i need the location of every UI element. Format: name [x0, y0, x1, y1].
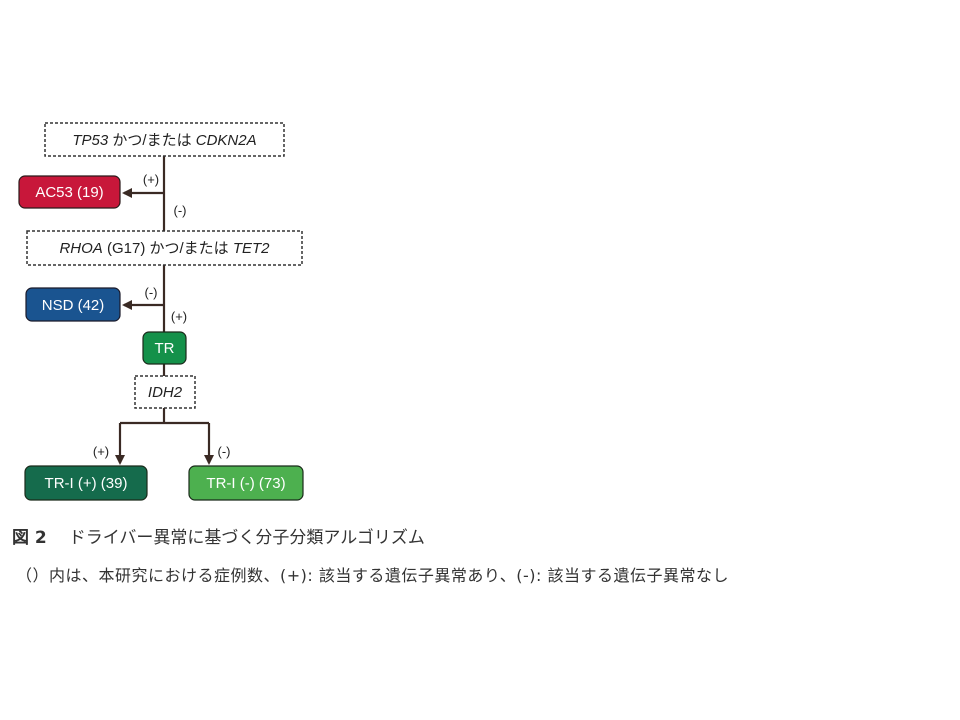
figure-caption-title: 図 2 ドライバー異常に基づく分子分類アルゴリズム [12, 523, 425, 548]
sign-negative-cond1: (-) [174, 203, 187, 218]
sign-negative-nsd: (-) [145, 285, 158, 300]
sign-positive-ac53: (+) [143, 172, 159, 187]
condition-label: TP53 かつ/または CDKN2A [72, 132, 256, 149]
condition-label: IDH2 [148, 384, 183, 401]
gene-rhoa-note: (G17) [103, 240, 146, 257]
figure-number: 図 2 [12, 528, 47, 548]
node-tri-positive: TR-I (+) (39) [24, 465, 148, 501]
node-ac53-box [18, 175, 121, 209]
node-nsd: NSD (42) [25, 287, 121, 322]
condition-label: RHOA (G17) かつ/または TET2 [59, 240, 270, 257]
condition-box [26, 230, 303, 266]
gene-tp53: TP53 [72, 132, 109, 149]
node-tri-positive-label: TR-I (+) (39) [45, 475, 128, 492]
condition-box [44, 122, 285, 157]
condition-tp53-cdkn2a: TP53 かつ/または CDKN2A [44, 122, 285, 157]
node-nsd-box [25, 287, 121, 322]
node-tri-negative: TR-I (-) (73) [188, 465, 304, 501]
node-tri-positive-box [24, 465, 148, 501]
figure-caption-note: （）内は、本研究における症例数、(+): 該当する遺伝子異常あり、(-): 該当… [16, 566, 729, 585]
gene-tet2: TET2 [233, 240, 270, 257]
node-tri-negative-box [188, 465, 304, 501]
condition-box [134, 375, 196, 409]
sign-negative-tri: (-) [218, 444, 231, 459]
gene-cdkn2a: CDKN2A [196, 132, 257, 149]
node-tr-box [142, 331, 187, 365]
node-nsd-label: NSD (42) [42, 297, 105, 314]
condition-idh2: IDH2 [134, 375, 196, 409]
node-tri-negative-label: TR-I (-) (73) [206, 475, 285, 492]
figure-title: ドライバー異常に基づく分子分類アルゴリズム [68, 528, 425, 548]
node-tr-label: TR [155, 340, 175, 357]
node-ac53-label: AC53 (19) [35, 184, 103, 201]
node-ac53: AC53 (19) [18, 175, 121, 209]
gene-rhoa: RHOA [59, 240, 102, 257]
joiner-text: かつ/または [145, 240, 233, 257]
sign-positive-tri: (+) [93, 444, 109, 459]
joiner-text: かつ/または [108, 132, 196, 149]
condition-rhoa-tet2: RHOA (G17) かつ/または TET2 [26, 230, 303, 266]
sign-positive-tr: (+) [171, 309, 187, 324]
node-tr: TR [142, 331, 187, 365]
connector-lines [115, 156, 214, 465]
gene-idh2: IDH2 [148, 384, 183, 401]
